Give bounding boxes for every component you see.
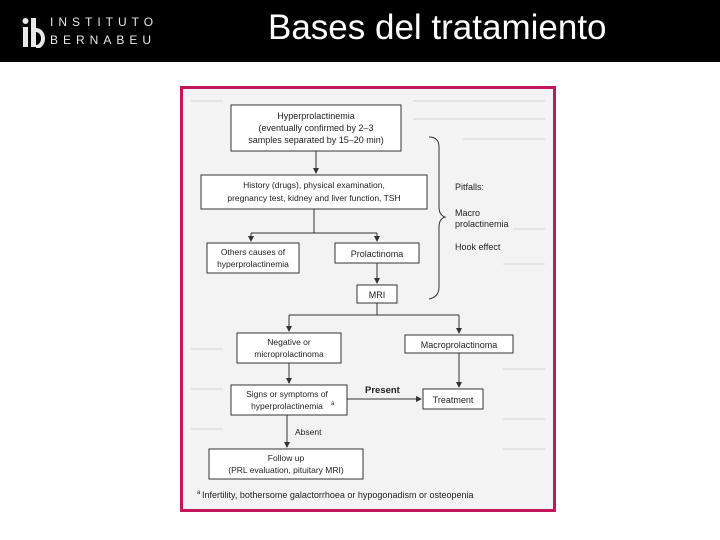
logo-mark-icon [22, 18, 45, 48]
hyper-line-1: Hyperprolactinemia [277, 111, 355, 121]
negative-line-2: microprolactinoma [254, 349, 324, 359]
flowchart-frame: Hyperprolactinemia (eventually confirmed… [180, 86, 556, 512]
pitfalls-label: Pitfalls: [455, 182, 484, 192]
negative-line-1: Negative or [267, 337, 311, 347]
logo-text-instituto: INSTITUTO [50, 15, 159, 29]
history-line-2: pregnancy test, kidney and liver functio… [227, 193, 400, 203]
signs-line-1: Signs or symptoms of [246, 389, 328, 399]
hyper-line-2: (eventually confirmed by 2–3 [258, 123, 373, 133]
logo-text-bernabeu: BERNABEU [50, 33, 157, 47]
macro-label: Macroprolactinoma [421, 340, 498, 350]
hyper-line-3: samples separated by 15–20 min) [248, 135, 384, 145]
box-hyperprolactinemia [230, 104, 402, 152]
box-other-causes [206, 242, 300, 274]
pitfalls-brace [428, 136, 447, 300]
pitfall-prolactinemia: prolactinemia [455, 219, 509, 229]
pitfall-macro: Macro [455, 208, 480, 218]
treatment-label: Treatment [433, 395, 474, 405]
present-label: Present [365, 385, 401, 396]
prolactinoma-label: Prolactinoma [351, 249, 404, 259]
others-line-2: hyperprolactinemia [217, 259, 289, 269]
header-bar: INSTITUTO BERNABEU Bases del tratamiento [0, 0, 720, 62]
slide-title: Bases del tratamiento [268, 8, 607, 47]
flowchart: Hyperprolactinemia (eventually confirmed… [191, 100, 545, 500]
mri-label: MRI [369, 290, 386, 300]
absent-label: Absent [295, 427, 322, 437]
signs-line-2: hyperprolactinemia [251, 401, 323, 411]
box-treatment [422, 388, 484, 410]
footnote-marker: a [197, 490, 201, 496]
pitfall-hook-effect: Hook effect [455, 242, 501, 252]
history-line-1: History (drugs), physical examination, [243, 180, 385, 190]
followup-line-1: Follow up [268, 453, 305, 463]
followup-line-2: (PRL evaluation, pituitary MRI) [228, 465, 344, 475]
others-line-1: Others causes of [221, 247, 286, 257]
footnote-text: Infertility, bothersome galactorrhoea or… [202, 490, 474, 500]
box-follow-up [208, 448, 364, 480]
signs-superscript: a [331, 401, 335, 407]
box-signs [230, 384, 348, 416]
background-text-texture [191, 100, 545, 450]
